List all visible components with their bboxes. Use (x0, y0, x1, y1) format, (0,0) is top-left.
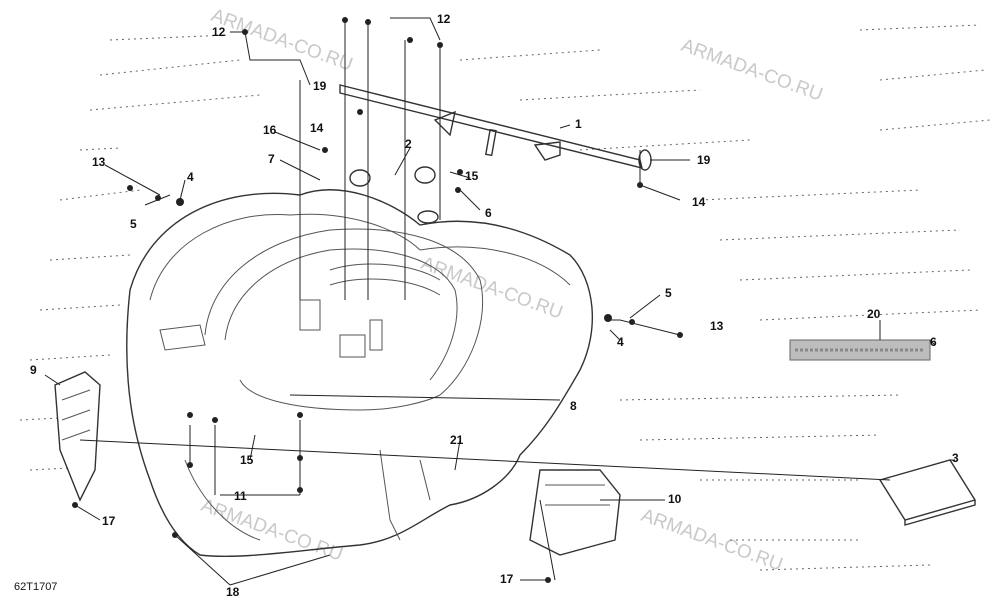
callout-4a: 4 (187, 170, 194, 184)
callout-15b: 15 (240, 453, 254, 467)
callout-13a: 13 (92, 155, 106, 169)
callout-15a: 15 (465, 169, 479, 183)
support-bar (339, 84, 643, 169)
callout-2: 2 (405, 137, 412, 151)
right-side-panel (529, 469, 621, 556)
callout-3: 3 (952, 451, 959, 465)
watermark-group: ARMADA-CO.RU ARMADA-CO.RU ARMADA-CO.RU A… (198, 5, 825, 576)
watermark-text: ARMADA-CO.RU (638, 505, 785, 576)
callout-6a: 6 (485, 206, 492, 220)
callout-19b: 19 (697, 153, 711, 167)
drawing-code: 62T1707 (14, 581, 57, 593)
callout-21: 21 (450, 433, 464, 447)
callout-4b: 4 (617, 335, 624, 349)
callout-6b: 6 (930, 335, 937, 349)
background-dotted-lines (19, 24, 991, 571)
callout-1: 1 (575, 117, 582, 131)
watermark-text: ARMADA-CO.RU (678, 35, 825, 106)
callout-14a: 14 (310, 121, 324, 135)
hardware-fasteners (72, 17, 683, 583)
callout-8: 8 (570, 399, 577, 413)
callout-10: 10 (668, 492, 682, 506)
callout-17b: 17 (500, 572, 514, 586)
callout-11: 11 (234, 489, 247, 503)
callout-18: 18 (226, 585, 240, 599)
callout-19a: 19 (313, 79, 327, 93)
callout-20: 20 (867, 307, 881, 321)
left-side-panel (54, 371, 101, 502)
callout-17a: 17 (102, 514, 116, 528)
callout-5b: 5 (665, 286, 672, 300)
callout-5a: 5 (130, 217, 137, 231)
callout-16: 16 (263, 123, 277, 137)
callout-labels: 1 2 3 4 4 5 5 6 6 7 8 9 10 11 12 12 13 1… (30, 12, 959, 599)
watermark-text: ARMADA-CO.RU (418, 253, 565, 324)
callout-13b: 13 (710, 319, 724, 333)
watermark-text: ARMADA-CO.RU (208, 5, 355, 76)
decal-strip (789, 339, 931, 361)
callout-12b: 12 (437, 12, 451, 26)
callout-14b: 14 (692, 195, 706, 209)
callout-9: 9 (30, 363, 37, 377)
callout-12a: 12 (212, 25, 226, 39)
watermark-text: ARMADA-CO.RU (198, 495, 345, 566)
leader-lines (44, 17, 955, 586)
front-fender-body (126, 189, 594, 558)
rubber-grommets (349, 149, 652, 224)
rubber-mat (878, 459, 977, 526)
callout-7: 7 (268, 152, 275, 166)
